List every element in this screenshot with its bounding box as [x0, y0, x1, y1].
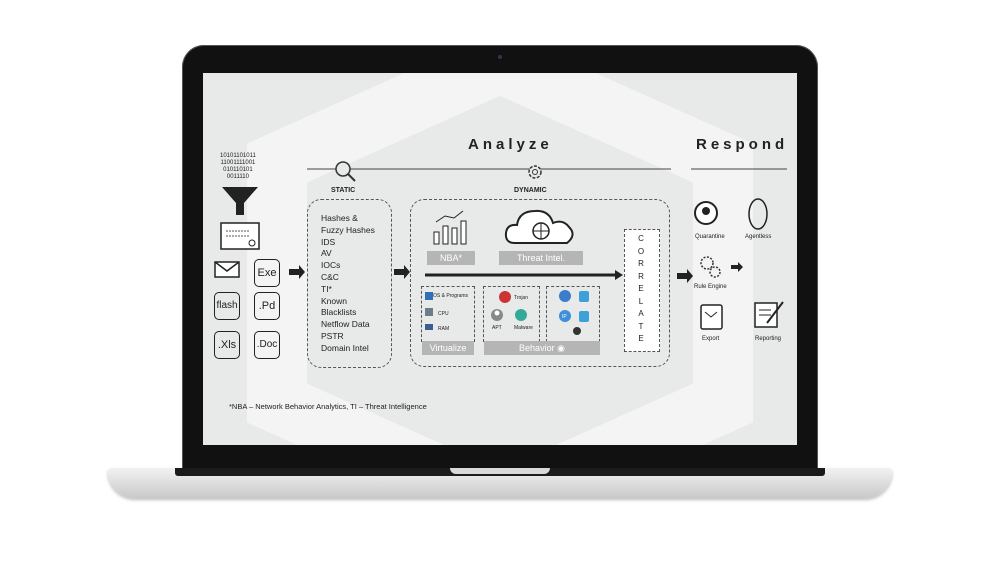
static-box: [307, 199, 392, 368]
label-dynamic: DYNAMIC: [514, 187, 547, 194]
dynamic-box: [410, 199, 670, 367]
screen: Analyze Respond STATIC DYNAMIC 101011010…: [203, 73, 797, 445]
file-exe-icon: Exe: [254, 259, 280, 287]
apt-icon: [491, 309, 503, 321]
heading-rules: [307, 168, 787, 170]
trackpad-notch: [450, 468, 550, 474]
binary-text: 10101101011 11001111001 010110101 001111…: [220, 153, 256, 180]
label-behavior: Behavior ◉: [484, 341, 600, 355]
label-quarantine: Quarantine: [695, 234, 725, 240]
behavior-item-apt: APT: [492, 325, 502, 331]
behavior-item-ip: IP: [562, 314, 567, 320]
label-reporting: Reporting: [755, 336, 782, 342]
correlate-box: [624, 229, 660, 352]
virtualize-item-cpu: CPU: [438, 311, 449, 317]
label-static: STATIC: [331, 187, 356, 194]
bar-chart-icon: [433, 210, 467, 245]
label-virtualize: Virtualize: [422, 341, 474, 355]
behavior-item-malware: Malware: [514, 325, 533, 331]
magnifier-icon: [335, 161, 356, 182]
label-nba: NBA*: [427, 251, 475, 265]
agentless-icon: [748, 198, 768, 230]
malware-icon: [515, 309, 527, 321]
quarantine-icon: [694, 201, 718, 225]
network-icons: [559, 290, 589, 335]
file-doc-icon: .Doc: [254, 331, 280, 359]
heading-respond: Respond: [696, 136, 789, 153]
file-pdf-icon: .Pd: [254, 292, 280, 320]
virtualize-item-ram: RAM: [438, 326, 450, 332]
label-export: Export: [702, 336, 720, 342]
behavior-item-trojan: Trojan: [514, 295, 528, 301]
label-behavior-text: Behavior: [519, 343, 555, 353]
gear-icon: [528, 165, 542, 179]
label-threat-intel: Threat Intel.: [499, 251, 583, 265]
export-icon: [700, 304, 723, 330]
footnote: *NBA – Network Behavior Analytics, TI – …: [229, 402, 427, 411]
reporting-icon: [754, 301, 784, 328]
label-rule-engine: Rule Engine: [694, 284, 727, 290]
camera: [498, 55, 502, 59]
file-flash-icon: flash: [214, 292, 240, 320]
funnel-icon: [222, 187, 258, 215]
label-agentless: Agentless: [745, 234, 772, 240]
mail-icon: [214, 261, 240, 278]
document-icon: [220, 222, 260, 250]
hexagon-watermark: [247, 73, 753, 445]
trojan-icon: [499, 291, 511, 303]
heading-analyze: Analyze: [468, 136, 553, 153]
virtualize-item-os: OS & Programs: [433, 293, 469, 299]
eye-icon: ◉: [557, 343, 565, 353]
cloud-globe-icon: [504, 209, 574, 244]
flow-arrows: [289, 262, 743, 283]
rule-engine-icon: [700, 256, 721, 278]
file-xls-icon: .Xls: [214, 331, 240, 359]
hardware-icons: [425, 292, 433, 330]
